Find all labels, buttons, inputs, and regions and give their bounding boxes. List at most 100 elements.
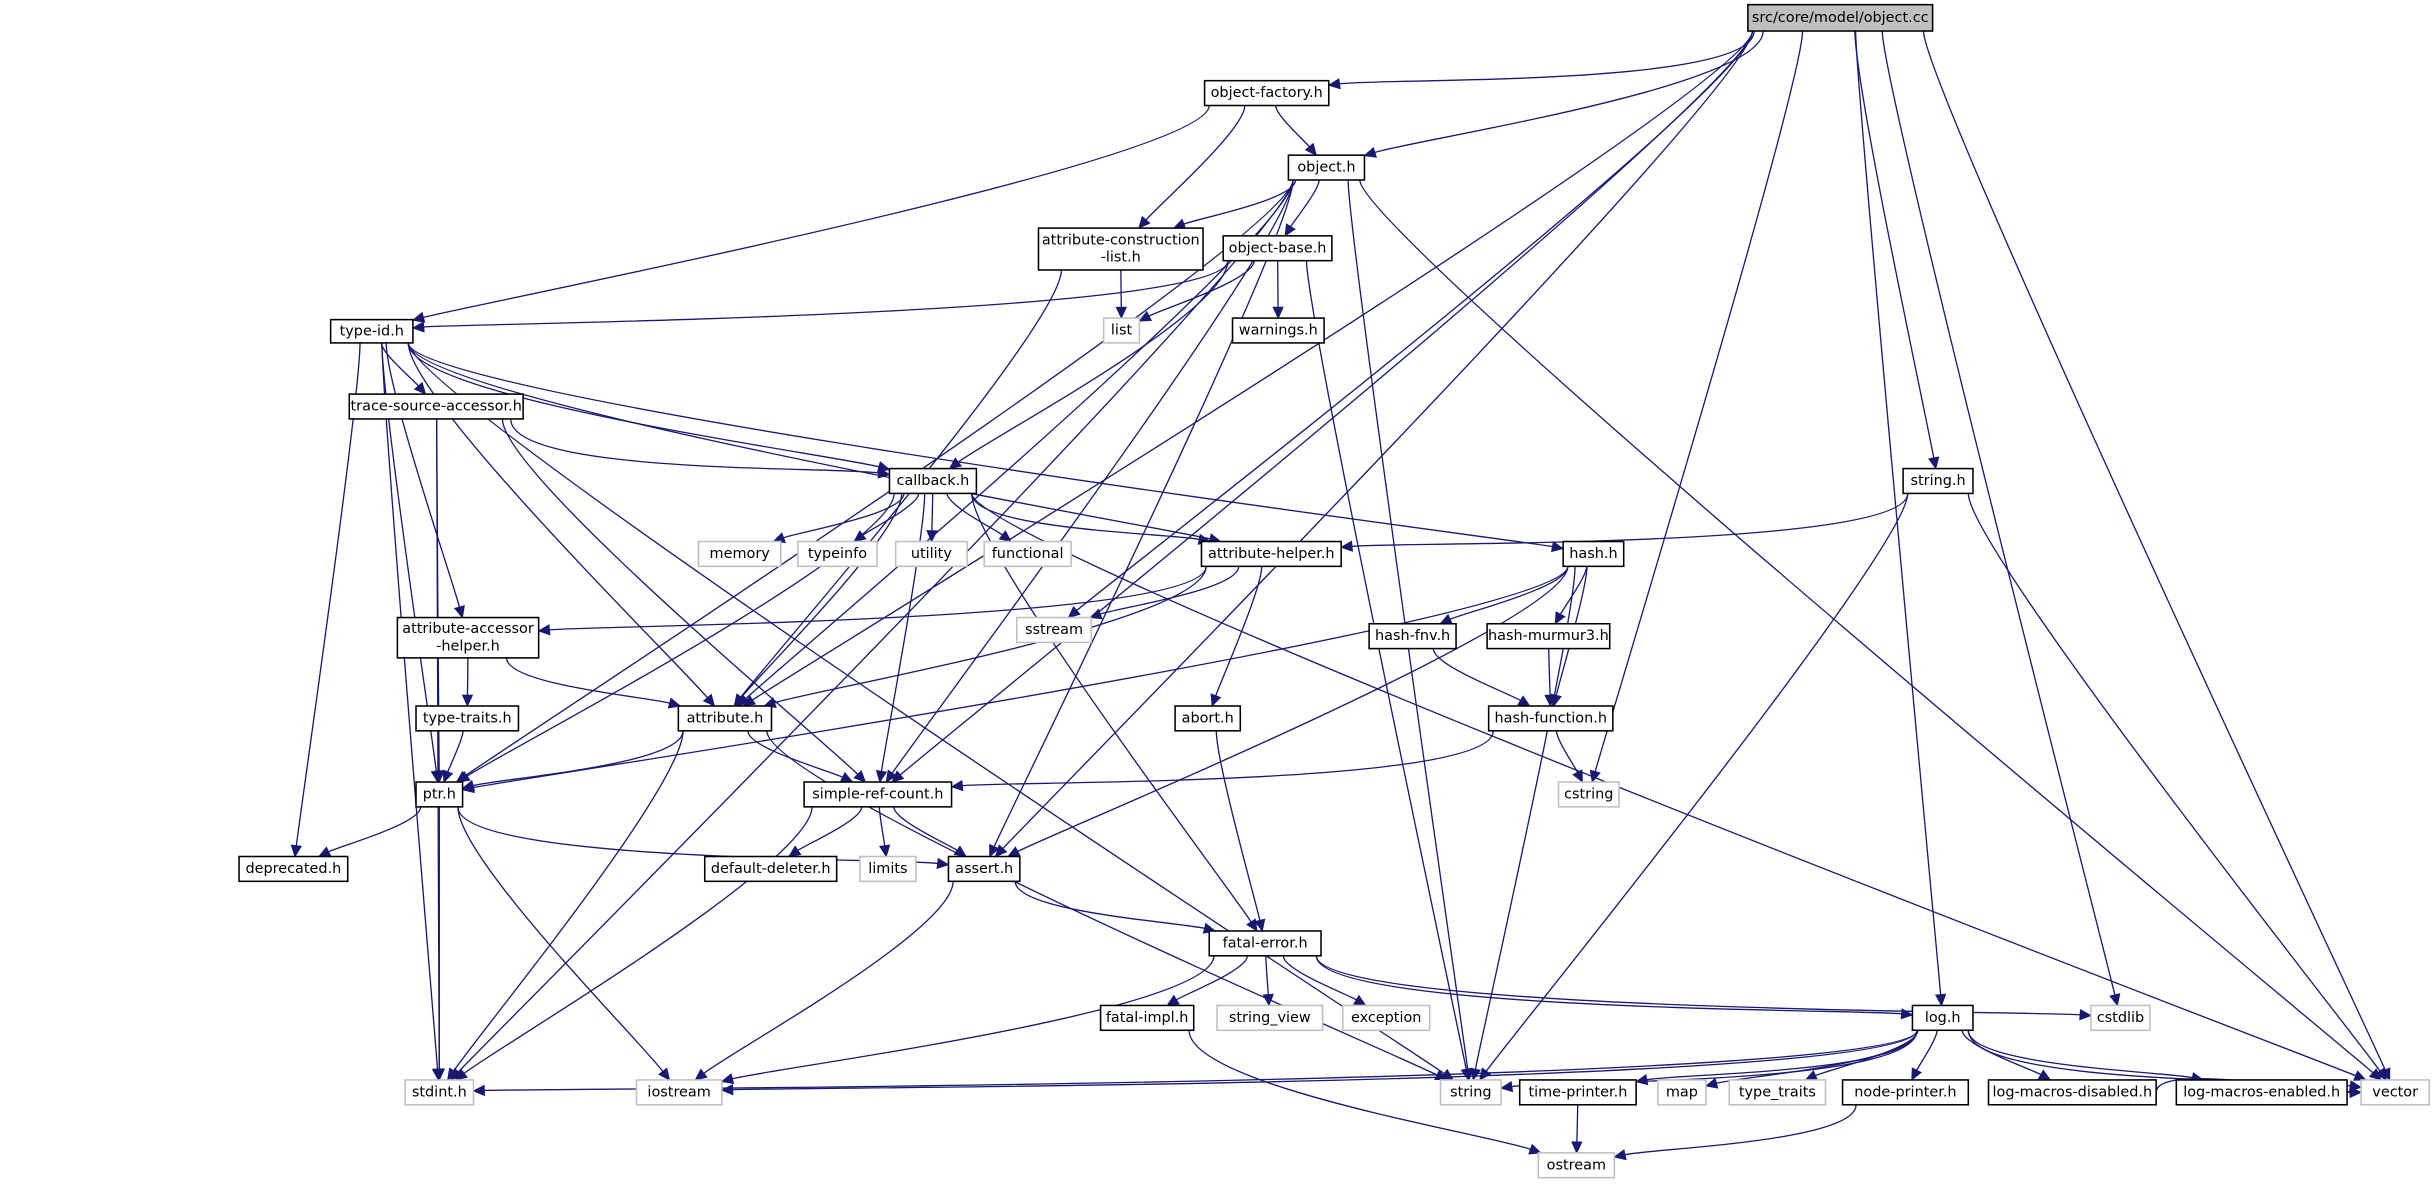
node-stdint[interactable]: stdint.h (404, 1079, 475, 1106)
node-object-factory[interactable]: object-factory.h (1203, 79, 1330, 107)
arrowhead-icon (1571, 1141, 1583, 1154)
node-object-base[interactable]: object-base.h (1222, 235, 1333, 262)
node-typeinfo[interactable]: typeinfo (797, 540, 878, 568)
edge-log-to-iostream (720, 1030, 1918, 1096)
node-label: typeinfo (808, 546, 867, 562)
node-log[interactable]: log.h (1911, 1004, 1974, 1032)
node-box (1287, 154, 1366, 181)
edge-ptr-to-deprecated (317, 806, 422, 857)
node-string[interactable]: string (1439, 1079, 1502, 1106)
node-functional[interactable]: functional (983, 540, 1072, 568)
edge-attribute-helper-to-abort (1210, 566, 1263, 708)
node-attribute-construction-list[interactable]: attribute-construction-list.h (1037, 227, 1204, 271)
edge-line (899, 30, 1754, 776)
node-warnings[interactable]: warnings.h (1231, 317, 1325, 344)
node-limits[interactable]: limits (859, 855, 917, 883)
node-box (635, 1079, 723, 1106)
node-list[interactable]: list (1102, 317, 1141, 344)
edge-fatal-error-to-exception (1282, 955, 1367, 1007)
node-exception[interactable]: exception (1341, 1004, 1431, 1032)
node-fatal-error[interactable]: fatal-error.h (1208, 930, 1322, 957)
edge-line (878, 806, 886, 846)
edge-line (1215, 566, 1263, 696)
node-callback[interactable]: callback.h (888, 467, 978, 495)
edge-line (1854, 31, 1942, 995)
arrowhead-icon (1210, 693, 1222, 708)
node-vector[interactable]: vector (2360, 1079, 2431, 1106)
edge-line (1188, 1030, 1531, 1150)
node-cstring[interactable]: cstring (1557, 781, 1620, 808)
arrowhead-icon (998, 530, 1013, 543)
edge-hash-to-hash-fnv (1439, 566, 1569, 625)
node-box (859, 855, 917, 883)
node-fatal-impl[interactable]: fatal-impl.h (1099, 1004, 1195, 1032)
node-log-macros-enabled[interactable]: log-macros-enabled.h (2175, 1079, 2348, 1106)
node-default-deleter[interactable]: default-deleter.h (703, 855, 838, 883)
node-label: hash-murmur3.h (1488, 628, 1609, 644)
edge-attribute-to-stdint (447, 730, 684, 1081)
node-node-printer[interactable]: node-printer.h (1841, 1079, 1970, 1106)
node-abort[interactable]: abort.h (1174, 705, 1242, 732)
node-hash[interactable]: hash.h (1562, 540, 1625, 568)
node-box (2360, 1079, 2431, 1106)
node-type-traits[interactable]: type-traits.h (415, 705, 520, 732)
edge-attribute-helper-to-sstream (1088, 566, 1240, 620)
edge-line (993, 179, 1294, 847)
edge-line (1624, 1104, 1857, 1156)
node-time-printer[interactable]: time-printer.h (1518, 1079, 1637, 1106)
node-label: object-factory.h (1211, 85, 1323, 101)
node-label: time-printer.h (1528, 1084, 1627, 1100)
node-log-macros-disabled[interactable]: log-macros-disabled.h (1987, 1079, 2157, 1106)
node-ostream[interactable]: ostream (1537, 1152, 1616, 1179)
edge-object-base-to-list (1138, 260, 1255, 322)
node-attribute-helper[interactable]: attribute-helper.h (1200, 540, 1342, 568)
arrowhead-icon (1928, 456, 1940, 470)
node-assert[interactable]: assert.h (947, 855, 1021, 883)
node-iostream[interactable]: iostream (635, 1079, 723, 1106)
edge-line (732, 1030, 1918, 1091)
edge-line (295, 342, 361, 846)
node-ptr[interactable]: ptr.h (415, 781, 464, 808)
arrowhead-icon (879, 844, 891, 858)
node-root[interactable]: src/core/model/object.cc (1747, 3, 1934, 32)
node-label: cstring (1564, 786, 1613, 802)
node-trace-source-accessor[interactable]: trace-source-accessor.h (348, 393, 524, 420)
node-box (888, 467, 978, 495)
edge-attribute-helper-to-attribute-accessor-helper (537, 566, 1207, 636)
node-utility[interactable]: utility (894, 540, 968, 568)
edge-line (1485, 493, 1909, 1072)
node-cstdlib[interactable]: cstdlib (2090, 1004, 2151, 1032)
node-simple-ref-count[interactable]: simple-ref-count.h (803, 781, 953, 808)
node-object[interactable]: object.h (1287, 154, 1366, 181)
node-type_traits[interactable]: type_traits (1728, 1079, 1827, 1106)
node-label: attribute.h (687, 710, 764, 726)
edge-line (1315, 955, 1902, 1015)
node-type-id[interactable]: type-id.h (329, 318, 414, 344)
edge-line (1922, 31, 2386, 1071)
edge-root-to-assert (994, 31, 1754, 858)
node-label: object.h (1297, 160, 1355, 176)
node-box (1174, 705, 1242, 732)
node-deprecated[interactable]: deprecated.h (238, 855, 349, 883)
node-label: type_traits (1739, 1084, 1816, 1100)
edge-log-to-stdint (472, 1030, 1918, 1097)
edge-line (1559, 566, 1588, 615)
edge-object-to-attribute (737, 179, 1294, 707)
edge-line (1017, 566, 1569, 853)
arrowhead-icon (1517, 695, 1531, 707)
node-box (1657, 1079, 1707, 1106)
node-sstream[interactable]: sstream (1015, 616, 1093, 644)
node-memory[interactable]: memory (697, 540, 782, 568)
node-attribute-accessor-helper[interactable]: attribute-accessor-helper.h (396, 616, 540, 659)
node-box (1216, 1004, 1324, 1032)
arrowhead-icon (2109, 993, 2121, 1007)
edge-line (1432, 648, 1521, 702)
node-hash-murmur3[interactable]: hash-murmur3.h (1486, 622, 1611, 650)
node-hash-function[interactable]: hash-function.h (1487, 705, 1614, 732)
node-hash-fnv[interactable]: hash-fnv.h (1368, 622, 1457, 650)
node-string-h[interactable]: string.h (1902, 467, 1974, 495)
node-string_view[interactable]: string_view (1216, 1004, 1324, 1032)
node-map[interactable]: map (1657, 1079, 1707, 1106)
edge-root-to-cstring (1589, 31, 1804, 784)
node-attribute[interactable]: attribute.h (677, 705, 773, 732)
